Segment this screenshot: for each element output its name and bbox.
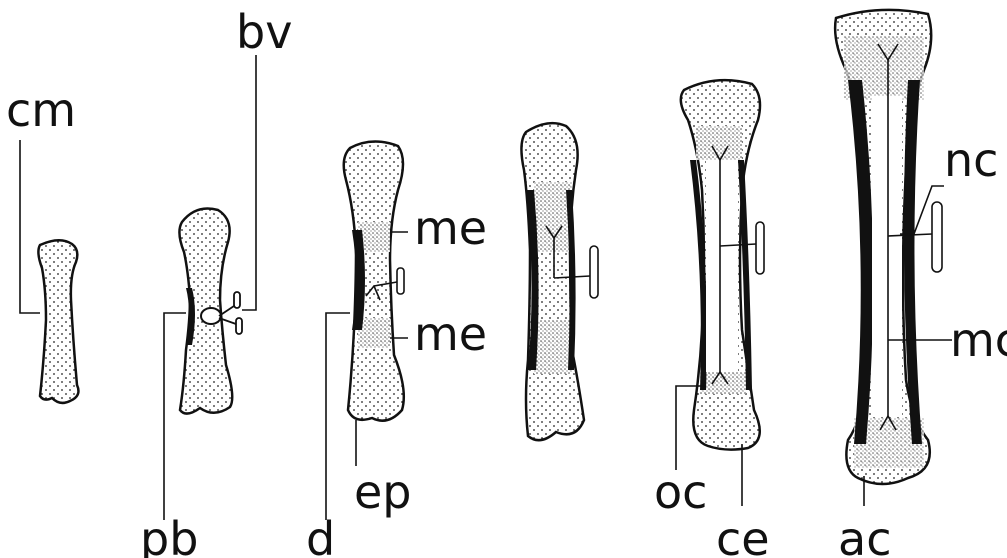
label-d: d [306,512,335,558]
diaphysis-shape [344,141,404,420]
label-ac: ac [838,512,891,558]
label-bv: bv [236,5,292,59]
bv-leader-line [242,55,256,310]
cortical-band-upper [696,126,742,160]
label-ce: ce [716,512,770,558]
label-mc: mc [950,313,1007,367]
pb-leader-line [164,313,186,520]
label-nc: nc [944,133,998,187]
marrow-space [706,160,738,372]
stage-bone-collar: bv pb [140,5,292,558]
label-me-bottom: me [414,307,487,361]
label-cm: cm [6,83,76,137]
label-oc: oc [654,465,707,519]
stage-diaphysis: me me d ep [306,141,487,558]
vascular-bud [201,308,221,324]
label-me-top: me [414,201,487,255]
stage-cortical-expansion: oc ce [654,80,770,558]
cartilage-model-shape [38,240,78,403]
stage-mature-bone: nc mc ac [835,10,1007,558]
mature-marrow-cavity [872,96,902,416]
stage-primary-ossification [521,123,598,440]
cm-leader-line [20,140,40,313]
stage-cartilage-model: cm [6,83,78,403]
primary-center-bottom [534,320,572,374]
d-leader-line [326,313,350,520]
label-ep: ep [354,465,412,519]
label-pb: pb [140,512,198,558]
